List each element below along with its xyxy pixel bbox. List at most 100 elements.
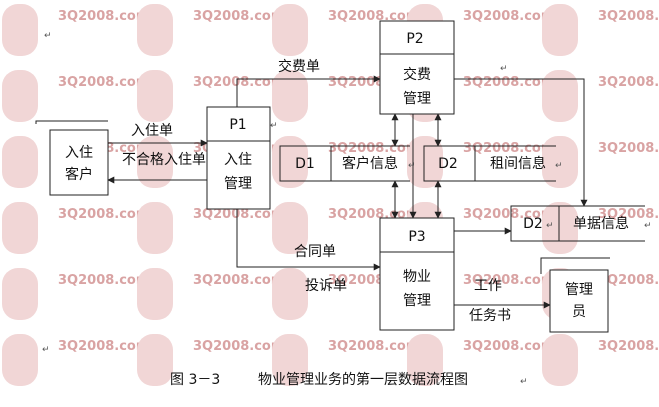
watermark-text: 3Q2008.com	[463, 207, 554, 222]
entity-customer-line1: 入住	[65, 145, 93, 161]
entity-manager-line1: 管理	[565, 282, 593, 298]
watermark-text: 3Q2008.com	[328, 339, 419, 354]
watermark-logo	[272, 334, 308, 386]
watermark-text: 3Q2008.com	[193, 339, 284, 354]
watermark-logo	[2, 334, 38, 386]
watermark-text: 3Q2008.com	[328, 141, 419, 156]
watermark-tile: 3Q2008.com	[542, 4, 659, 56]
paragraph-marks: ↵ ↵ ↵ ↵ ↵ ↵ ↵ ↵ ↵	[42, 31, 652, 387]
process-p2-line1: 交费	[403, 66, 431, 83]
process-p1-checkin-management: P1 入住 管理	[206, 106, 271, 210]
label-work-task-line1: 工作	[474, 278, 502, 294]
process-p2-line2: 管理	[403, 91, 431, 107]
flow-payment-form	[236, 75, 381, 107]
watermark-tile: 3Q2008.com	[137, 4, 284, 56]
watermark-tile: 3Q2008.com	[407, 136, 554, 188]
watermark-text: 3Q2008.com	[463, 141, 554, 156]
store-d1-name: 客户信息	[342, 155, 398, 172]
watermark-logo	[137, 268, 173, 320]
label-work-task-line2: 任务书	[469, 308, 511, 324]
process-p1-line2: 管理	[224, 176, 252, 192]
watermark-text: 3Q2008.com	[463, 75, 554, 90]
watermark-tile: 3Q2008.com	[2, 70, 149, 122]
process-p3-line2: 管理	[403, 293, 431, 309]
watermark-tile: 3Q2008.com	[542, 334, 659, 386]
watermark-text: 3Q2008.com	[328, 9, 419, 24]
watermark-logo	[2, 268, 38, 320]
watermark-logo	[407, 136, 443, 188]
process-p3-property-management: P3 物业 管理	[379, 217, 455, 331]
store-d2-bill-info: D2 单据信息	[510, 205, 645, 242]
label-payment-form: 交费单	[278, 58, 320, 75]
watermark-logo	[542, 136, 578, 188]
caption-number: 图 3－3	[170, 372, 220, 388]
watermark-text: 3Q2008.com	[193, 207, 284, 222]
label-checkin-form: 入住单	[131, 123, 173, 139]
svg-text:↵: ↵	[546, 221, 554, 231]
watermark-text: 3Q2008.com	[463, 339, 554, 354]
flow-contract-complaint	[236, 209, 381, 271]
entity-customer-line2: 客户	[65, 166, 93, 183]
process-p2-payment-management: P2 交费 管理	[379, 20, 455, 115]
watermark-tile: 3Q2008.com	[137, 268, 284, 320]
watermark-text: 3Q2008.com	[58, 75, 149, 90]
label-contract-form: 合同单	[294, 244, 336, 260]
watermark-logo	[542, 70, 578, 122]
store-d2-bill-name: 单据信息	[573, 215, 629, 232]
watermark-text: 3Q2008.com	[598, 9, 659, 24]
store-d2-bill-id: D2	[523, 216, 543, 232]
watermark-logo	[137, 70, 173, 122]
watermark-logo	[272, 268, 308, 320]
watermark-logo	[272, 70, 308, 122]
process-p1-id: P1	[229, 117, 246, 133]
process-p1-line1: 入住	[224, 152, 252, 168]
watermark-logo	[272, 136, 308, 188]
svg-text:↵: ↵	[555, 161, 563, 171]
flow-labels: 入住单 不合格入住单 交费单 合同单 投诉单 工作 任务书	[122, 58, 511, 324]
watermark-text: 3Q2008.com	[58, 339, 149, 354]
watermark-logo	[2, 70, 38, 122]
watermark-logo	[272, 4, 308, 56]
watermark-tile: 3Q2008.com	[272, 334, 419, 386]
svg-text:↵: ↵	[44, 31, 52, 41]
process-p3-line1: 物业	[403, 269, 431, 285]
process-p2-id: P2	[406, 31, 423, 47]
store-d2-lease-info: D2 租间信息	[423, 145, 556, 182]
store-d2-lease-name: 租间信息	[490, 155, 546, 172]
watermark-text: 3Q2008.com	[598, 273, 659, 288]
label-complaint-form: 投诉单	[305, 278, 347, 294]
watermark-tile: 3Q2008.com	[2, 268, 149, 320]
watermark-tile: 3Q2008.com	[137, 202, 284, 254]
entity-manager-line2: 员	[572, 304, 586, 320]
svg-text:↵: ↵	[42, 345, 50, 355]
data-flows	[107, 75, 588, 309]
watermark-tile: 3Q2008.com	[137, 334, 284, 386]
watermark-logo	[542, 334, 578, 386]
watermark-logo	[2, 136, 38, 188]
watermark-logo	[137, 136, 173, 188]
process-p3-id: P3	[408, 229, 425, 245]
watermark-tile: 3Q2008.com	[272, 136, 419, 188]
watermark-logo	[2, 202, 38, 254]
watermark-tile: 3Q2008.com	[2, 202, 149, 254]
watermark-logo	[542, 4, 578, 56]
watermark-text: 3Q2008.com	[58, 273, 149, 288]
watermark-text: 3Q2008.com	[598, 339, 659, 354]
watermark-logo	[137, 4, 173, 56]
watermark-text: 3Q2008.com	[463, 9, 554, 24]
watermark-text: 3Q2008.com	[598, 75, 659, 90]
svg-text:↵: ↵	[408, 161, 416, 171]
watermark-text: 3Q2008.com	[598, 207, 659, 222]
watermark-logo	[137, 334, 173, 386]
svg-text:↵: ↵	[270, 121, 278, 131]
label-reject-checkin: 不合格入住单	[122, 152, 206, 168]
watermark-text: 3Q2008.com	[463, 273, 554, 288]
watermark-logo	[407, 334, 443, 386]
watermark-text: 3Q2008.com	[193, 75, 284, 90]
watermark-tile: 3Q2008.com	[542, 70, 659, 122]
watermark-text: 3Q2008.com	[58, 207, 149, 222]
watermark-text: 3Q2008.com	[58, 9, 149, 24]
entity-checkin-customer: 入住 客户	[35, 120, 109, 196]
watermark-tile: 3Q2008.com	[2, 334, 149, 386]
